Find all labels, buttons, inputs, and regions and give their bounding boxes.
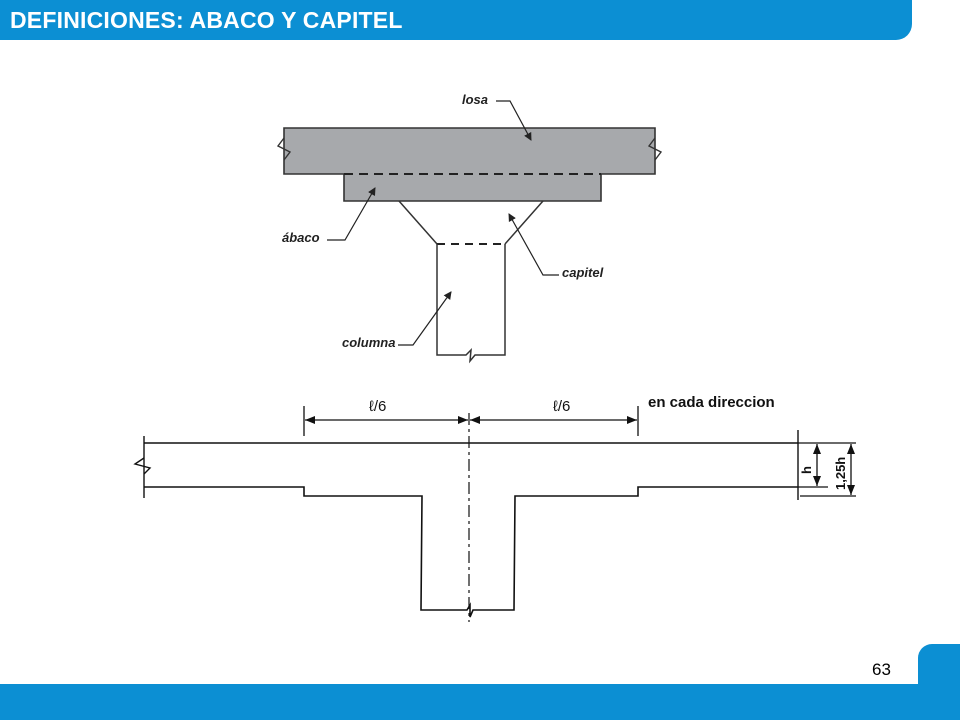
top-diagram: losa ábaco capitel columna [276,92,663,364]
bottom-diagram: ℓ/6 ℓ/6 en cada direccion h 1,25h [133,394,856,622]
dim-label-right: ℓ/6 [553,398,570,415]
slab-shape [283,127,656,202]
leader-columna [398,291,452,346]
thickness-label-h: h [799,466,814,474]
label-abaco: ábaco [282,230,320,245]
leader-capitel [508,213,559,276]
slab-break-symbol [133,457,152,475]
capital-right-edge [504,200,544,245]
leader-losa [496,100,532,141]
title-bar: DEFINICIONES: ABACO Y CAPITEL [0,0,912,40]
label-capitel: capitel [562,265,604,280]
slab-break-left [276,137,292,161]
dim-label-left: ℓ/6 [369,398,386,415]
leader-abaco [327,187,376,241]
slab-break-right [647,137,663,161]
page-number: 63 [872,660,891,679]
label-columna: columna [342,335,395,350]
footer-bar [0,684,960,720]
direction-note: en cada direccion [648,394,775,411]
slab-bottom-profile [144,486,798,618]
footer-tab [918,644,960,688]
thickness-label-drop: 1,25h [833,457,848,490]
column-shape [436,244,506,364]
label-losa: losa [462,92,488,107]
capital-left-edge [398,200,438,245]
slide-title: DEFINICIONES: ABACO Y CAPITEL [10,7,403,33]
